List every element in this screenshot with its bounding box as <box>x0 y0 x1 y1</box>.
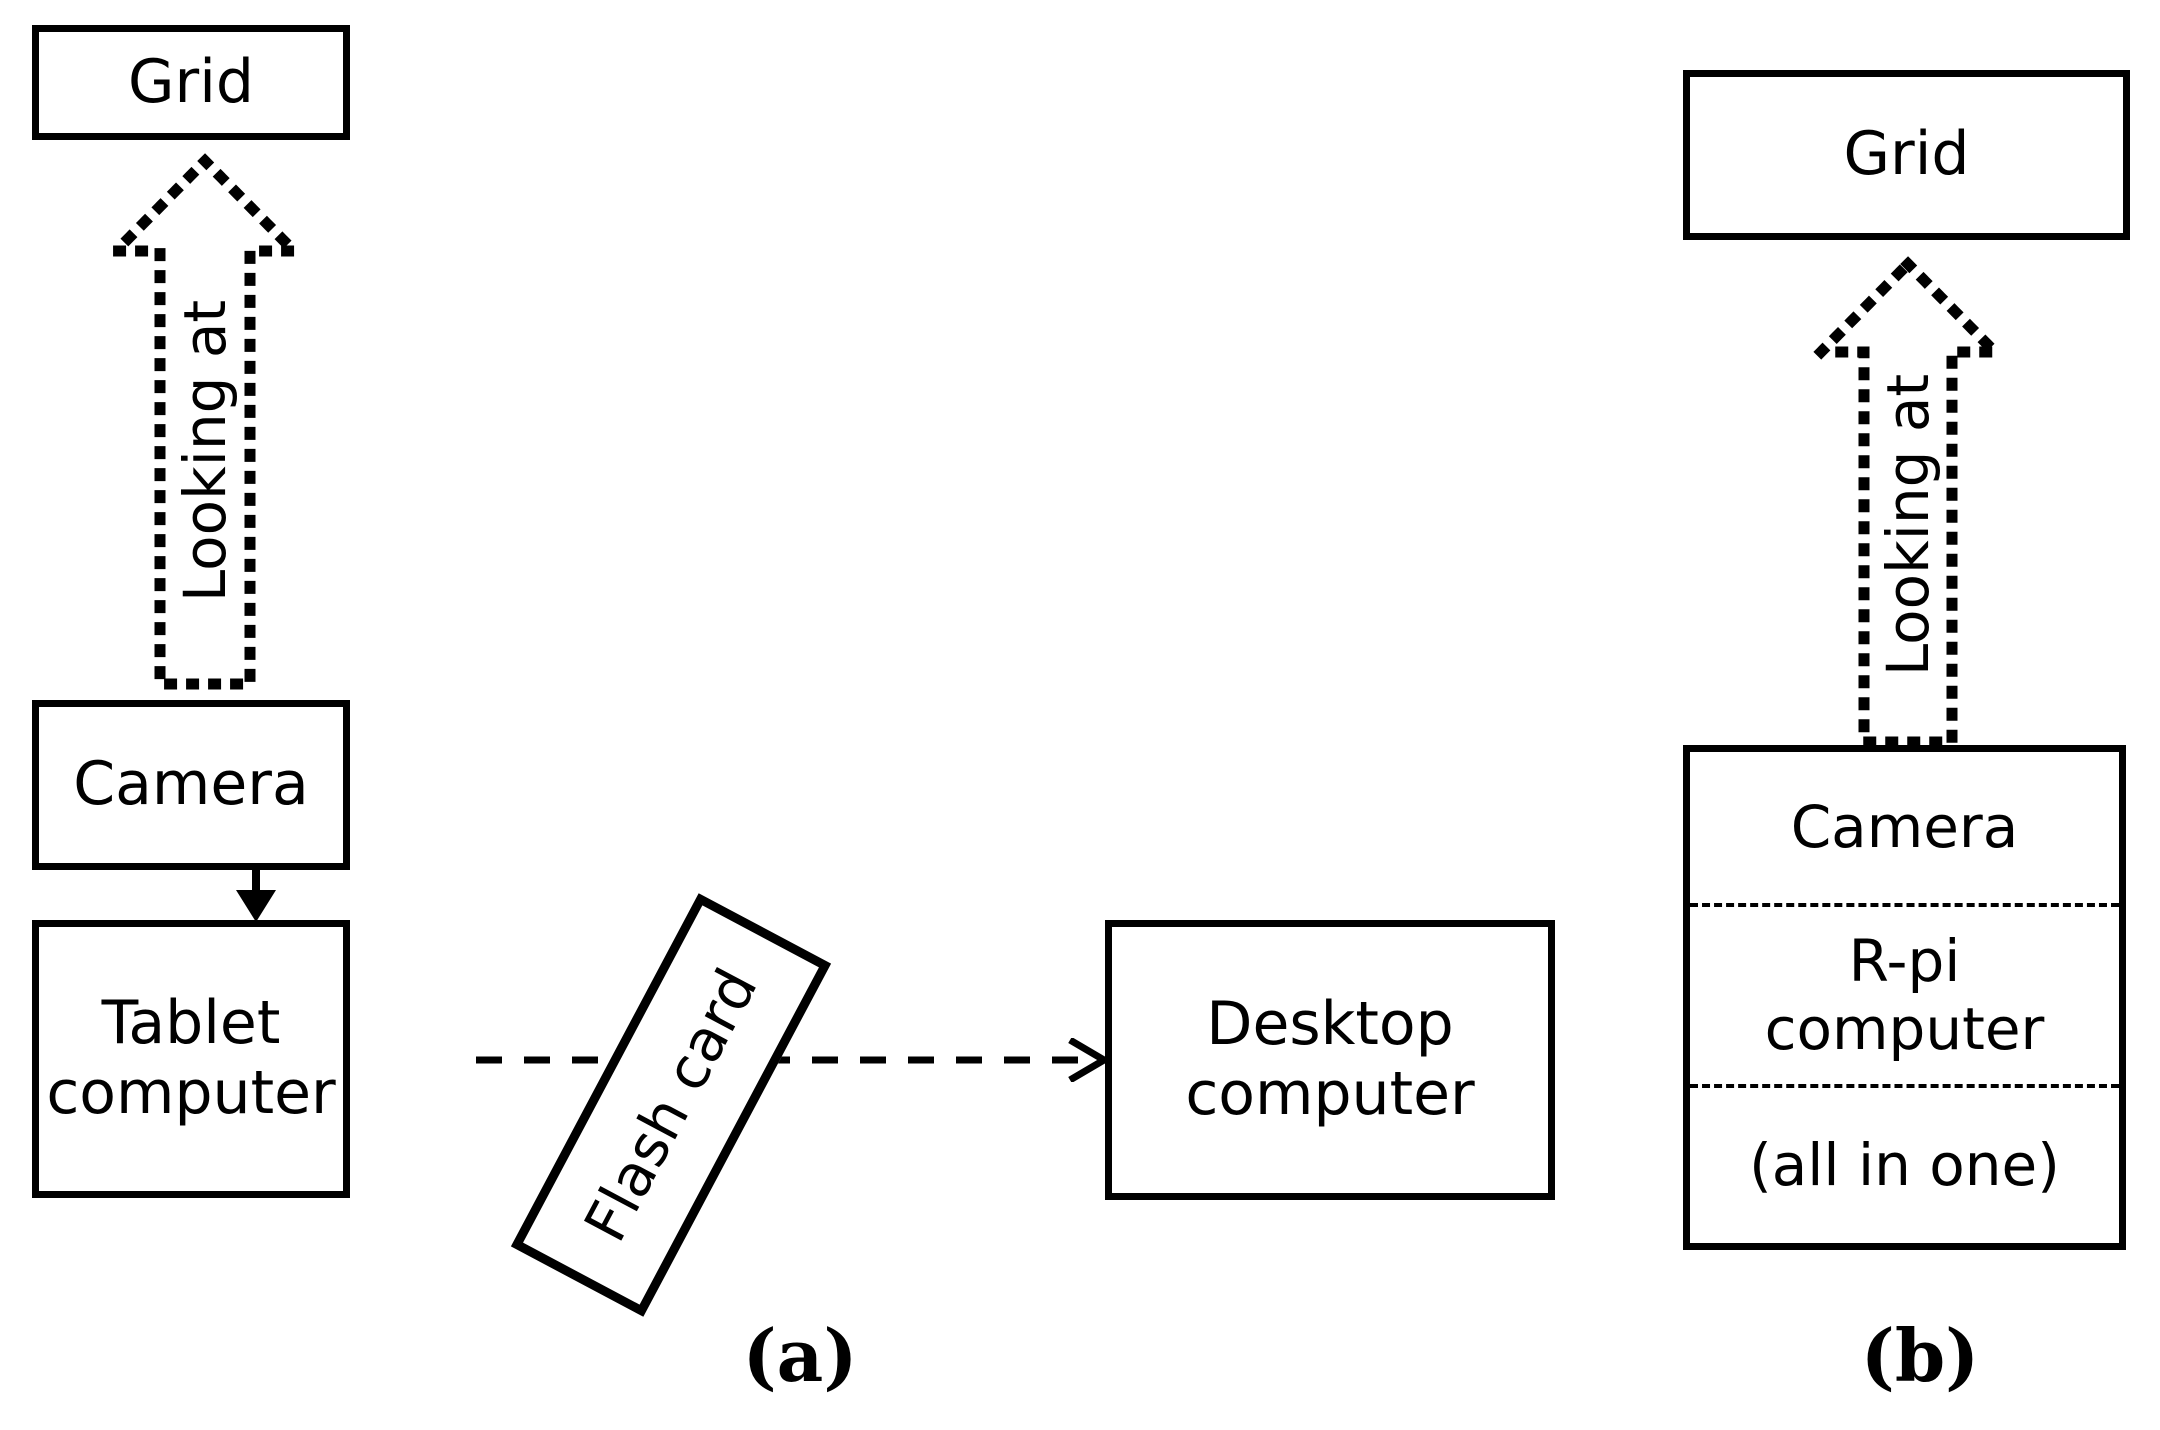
node-desktop-computer-a-label-line2: computer <box>1185 1059 1475 1129</box>
node-all-in-one-note-label: (all in one) <box>1749 1130 2060 1199</box>
node-grid-a: Grid <box>32 25 350 140</box>
node-all-in-one-b: Camera R-pi computer (all in one) <box>1683 745 2126 1250</box>
node-all-in-one-segment-camera: Camera <box>1690 752 2119 903</box>
node-camera-a: Camera <box>32 700 350 870</box>
panel-caption-b: (b) <box>1860 1313 1980 1398</box>
camera-to-tablet-arrow <box>225 864 287 924</box>
node-desktop-computer-a-label-line1: Desktop <box>1206 989 1454 1060</box>
node-grid-b-label: Grid <box>1843 119 1970 190</box>
looking-at-arrow-b: Looking at <box>1807 256 2009 748</box>
node-tablet-computer-a: Tablet computer <box>32 920 350 1198</box>
node-all-in-one-segment-rpi: R-pi computer <box>1690 903 2119 1088</box>
looking-at-arrow-a: Looking at <box>102 153 308 690</box>
node-desktop-computer-a: Desktop computer <box>1105 920 1555 1200</box>
node-flash-card: Flash card <box>510 893 832 1317</box>
node-flash-card-label: Flash card <box>571 957 771 1253</box>
panel-caption-a: (a) <box>742 1313 858 1398</box>
node-tablet-computer-a-label-line1: Tablet <box>101 988 281 1059</box>
node-grid-a-label: Grid <box>128 46 254 117</box>
node-grid-b: Grid <box>1683 70 2130 240</box>
tablet-to-desktop-dashed-arrow <box>476 1038 1116 1082</box>
node-all-in-one-rpi-label-line2: computer <box>1764 994 2045 1063</box>
node-all-in-one-segment-note: (all in one) <box>1690 1088 2119 1243</box>
node-camera-a-label: Camera <box>73 749 309 820</box>
node-all-in-one-camera-label: Camera <box>1790 793 2019 862</box>
node-tablet-computer-a-label-line2: computer <box>46 1058 336 1128</box>
node-all-in-one-rpi-label-line1: R-pi <box>1848 927 1961 996</box>
